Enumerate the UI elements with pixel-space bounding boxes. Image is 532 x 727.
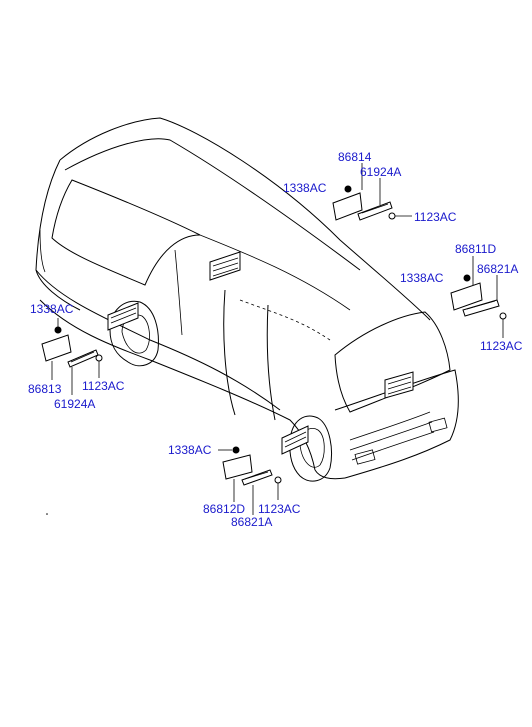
label-rear-left-bolt: 1338AC xyxy=(30,302,74,316)
assembly-rear-left xyxy=(41,318,103,395)
label-front-left-part: 86812D xyxy=(203,502,245,516)
van-body xyxy=(35,117,459,482)
assembly-front-right xyxy=(450,256,507,338)
assembly-rear-top xyxy=(332,163,412,221)
marker-side-panel xyxy=(209,251,241,281)
label-front-right-part: 86811D xyxy=(455,242,496,256)
marker-rear-left xyxy=(107,302,139,331)
label-front-right-screw: 1123AC xyxy=(480,339,523,353)
label-front-right-clip: 86821A xyxy=(477,262,518,276)
label-front-right-bolt: 1338AC xyxy=(400,271,444,285)
label-rear-top-screw: 1123AC xyxy=(414,210,457,224)
label-rear-top-clip: 61924A xyxy=(360,165,401,179)
marker-front-left xyxy=(281,425,309,455)
label-rear-left-part: 86813 xyxy=(28,382,62,396)
label-rear-top-part: 86814 xyxy=(338,150,372,164)
marker-front-right xyxy=(384,371,414,399)
label-front-left-screw: 1123AC xyxy=(258,502,301,516)
label-front-left-clip: 86821A xyxy=(231,515,272,529)
label-front-left-bolt: 1338AC xyxy=(168,443,212,457)
label-rear-left-clip: 61924A xyxy=(54,397,95,411)
stray-dot xyxy=(46,513,48,515)
label-rear-top-bolt: 1338AC xyxy=(283,181,327,195)
label-rear-left-screw: 1123AC xyxy=(82,379,125,393)
assembly-front-left xyxy=(218,446,282,515)
